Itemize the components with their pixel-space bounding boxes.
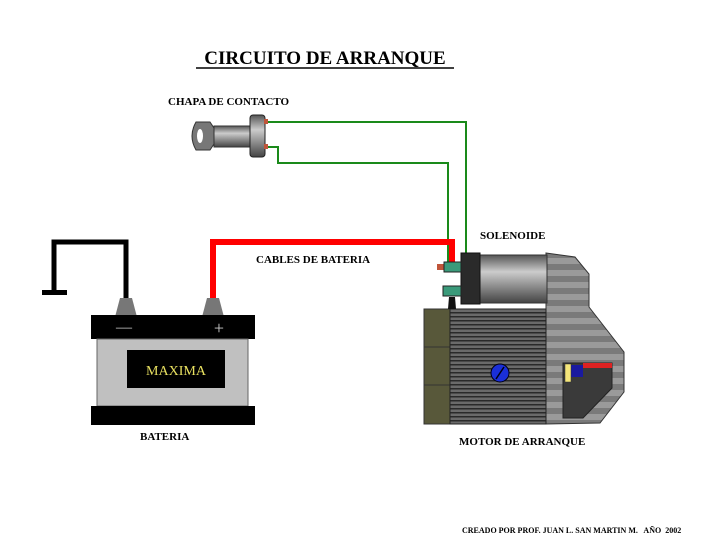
ignition-label: CHAPA DE CONTACTO (168, 96, 289, 108)
ground-symbol (42, 290, 67, 295)
battery: — + MAXIMA (91, 298, 255, 425)
positive-cable (210, 239, 455, 300)
credit-text: CREADO POR PROF. JUAN L. SAN MARTIN M. A… (462, 526, 681, 535)
ignition-wires (265, 121, 467, 262)
solenoid-label: SOLENOIDE (480, 230, 545, 242)
ground-cable (51, 239, 129, 300)
positive-terminal-sign: + (214, 318, 224, 338)
battery-label: BATERIA (140, 431, 189, 443)
negative-terminal-sign: — (115, 319, 133, 336)
ignition-switch (191, 114, 268, 158)
starter-motor (423, 252, 625, 425)
diagram-title: CIRCUITO DE ARRANQUE (204, 48, 445, 69)
motor-label: MOTOR DE ARRANQUE (459, 436, 585, 448)
solenoid (437, 252, 548, 309)
cables-label: CABLES DE BATERIA (256, 254, 370, 266)
battery-brand: MAXIMA (146, 364, 207, 379)
